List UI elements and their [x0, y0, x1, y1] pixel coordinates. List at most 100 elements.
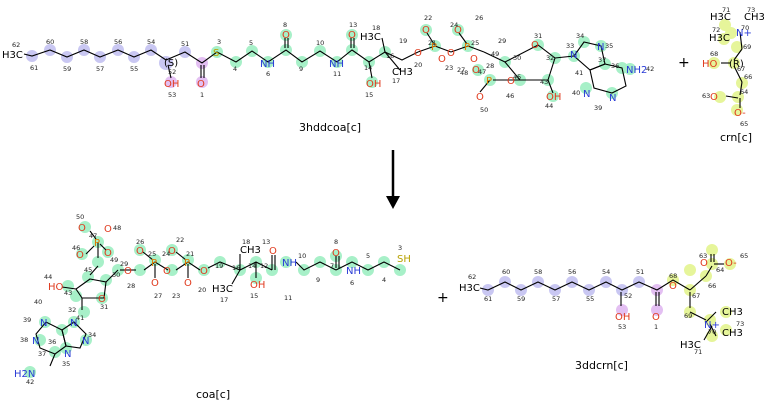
svg-text:21: 21	[186, 250, 194, 258]
atom-o-8: O	[332, 248, 340, 259]
atom-o-49: O	[104, 248, 112, 259]
svg-text:53: 53	[618, 323, 626, 331]
atom-p-25: P	[464, 42, 470, 53]
svg-text:44: 44	[545, 102, 553, 110]
svg-text:70: 70	[708, 328, 716, 336]
svg-text:26: 26	[475, 14, 483, 22]
svg-text:46: 46	[72, 244, 80, 252]
atom-o-63: O	[700, 258, 708, 269]
svg-text:67: 67	[692, 292, 700, 300]
molecule-name-3hddcoa: 3hddcoa[c]	[299, 121, 361, 134]
atom-nh-6: NH	[346, 266, 361, 277]
svg-text:41: 41	[76, 314, 84, 322]
atom-h3c-71: H3C	[680, 340, 701, 351]
svg-text:66: 66	[744, 73, 752, 81]
atom-oh-15: OH	[250, 280, 265, 291]
atom-o-50: O	[78, 223, 86, 234]
svg-text:65: 65	[740, 120, 748, 128]
svg-text:60: 60	[46, 38, 54, 46]
svg-text:68: 68	[669, 272, 677, 280]
atom-o-48: O	[104, 224, 112, 235]
svg-text:27: 27	[154, 292, 162, 300]
svg-text:60: 60	[502, 268, 510, 276]
atom-ho-44: HO	[48, 282, 64, 293]
svg-text:42: 42	[646, 65, 654, 73]
svg-text:25: 25	[148, 250, 156, 258]
atom-s-3: S	[213, 48, 219, 59]
svg-text:45: 45	[513, 73, 521, 81]
svg-text:40: 40	[34, 298, 42, 306]
svg-text:19: 19	[399, 37, 407, 45]
svg-text:20: 20	[198, 286, 206, 294]
svg-text:43: 43	[64, 289, 72, 297]
svg-text:42: 42	[26, 378, 34, 386]
svg-text:23: 23	[172, 292, 180, 300]
svg-text:57: 57	[552, 295, 560, 303]
svg-text:69: 69	[684, 312, 692, 320]
svg-text:17: 17	[392, 77, 400, 85]
svg-text:72: 72	[712, 26, 720, 34]
svg-text:68: 68	[710, 50, 718, 58]
svg-text:62: 62	[12, 41, 20, 49]
atom-n-40: N	[583, 89, 590, 100]
svg-text:18: 18	[242, 238, 250, 246]
svg-text:61: 61	[484, 295, 492, 303]
svg-text:58: 58	[534, 268, 542, 276]
svg-text:67: 67	[737, 65, 745, 73]
svg-text:1: 1	[654, 323, 658, 331]
svg-text:39: 39	[23, 316, 31, 324]
atom-o-26: O	[454, 25, 462, 36]
atom-o-65: O-	[725, 258, 737, 269]
svg-text:54: 54	[602, 268, 610, 276]
atom-o-31: O	[531, 40, 539, 51]
atom-o-20: O	[200, 266, 208, 277]
atom-h3c-72: H3C	[709, 33, 730, 44]
atom-o-24: O	[163, 266, 171, 277]
molecule-coa: O P O O O HO O N N N N N H2N O P O O O P…	[14, 213, 411, 401]
atom-p-21: P	[184, 258, 190, 269]
atom-n-39: N	[40, 318, 47, 329]
svg-text:59: 59	[63, 65, 71, 73]
svg-text:62: 62	[468, 273, 476, 281]
svg-text:29: 29	[120, 260, 128, 268]
svg-text:39: 39	[594, 104, 602, 112]
svg-text:66: 66	[708, 282, 716, 290]
atom-o-22: O	[422, 25, 430, 36]
svg-text:50: 50	[480, 106, 488, 114]
svg-text:21: 21	[428, 39, 436, 47]
atom-c52: (S)	[164, 58, 178, 69]
svg-text:31: 31	[100, 303, 108, 311]
svg-text:26: 26	[136, 238, 144, 246]
atom-oh-53: OH	[615, 312, 630, 323]
svg-text:28: 28	[486, 62, 494, 70]
atom-o-65: O-	[734, 108, 746, 119]
atom-o-63: O	[710, 92, 718, 103]
svg-text:10: 10	[316, 39, 324, 47]
svg-text:35: 35	[62, 360, 70, 368]
svg-text:1: 1	[200, 91, 204, 99]
svg-text:44: 44	[44, 273, 52, 281]
atom-o-23: O	[438, 54, 446, 65]
svg-text:14: 14	[364, 64, 372, 72]
svg-text:15: 15	[365, 91, 373, 99]
atom-h3c-62: H3C	[459, 283, 480, 294]
plus-sign-products: +	[437, 290, 449, 306]
svg-text:27: 27	[457, 66, 465, 74]
reaction-arrow	[386, 150, 400, 209]
svg-text:13: 13	[262, 238, 270, 246]
atom-p-47: P	[486, 76, 492, 87]
svg-text:15: 15	[250, 292, 258, 300]
atom-o-24: O	[447, 48, 455, 59]
svg-text:45: 45	[84, 266, 92, 274]
atom-ch3-18: CH3	[240, 245, 261, 256]
svg-text:57: 57	[96, 65, 104, 73]
atom-o-68: O	[669, 281, 677, 292]
svg-text:11: 11	[333, 70, 341, 78]
svg-text:8: 8	[283, 21, 287, 29]
atom-o-50: O	[476, 92, 484, 103]
svg-text:8: 8	[334, 238, 338, 246]
